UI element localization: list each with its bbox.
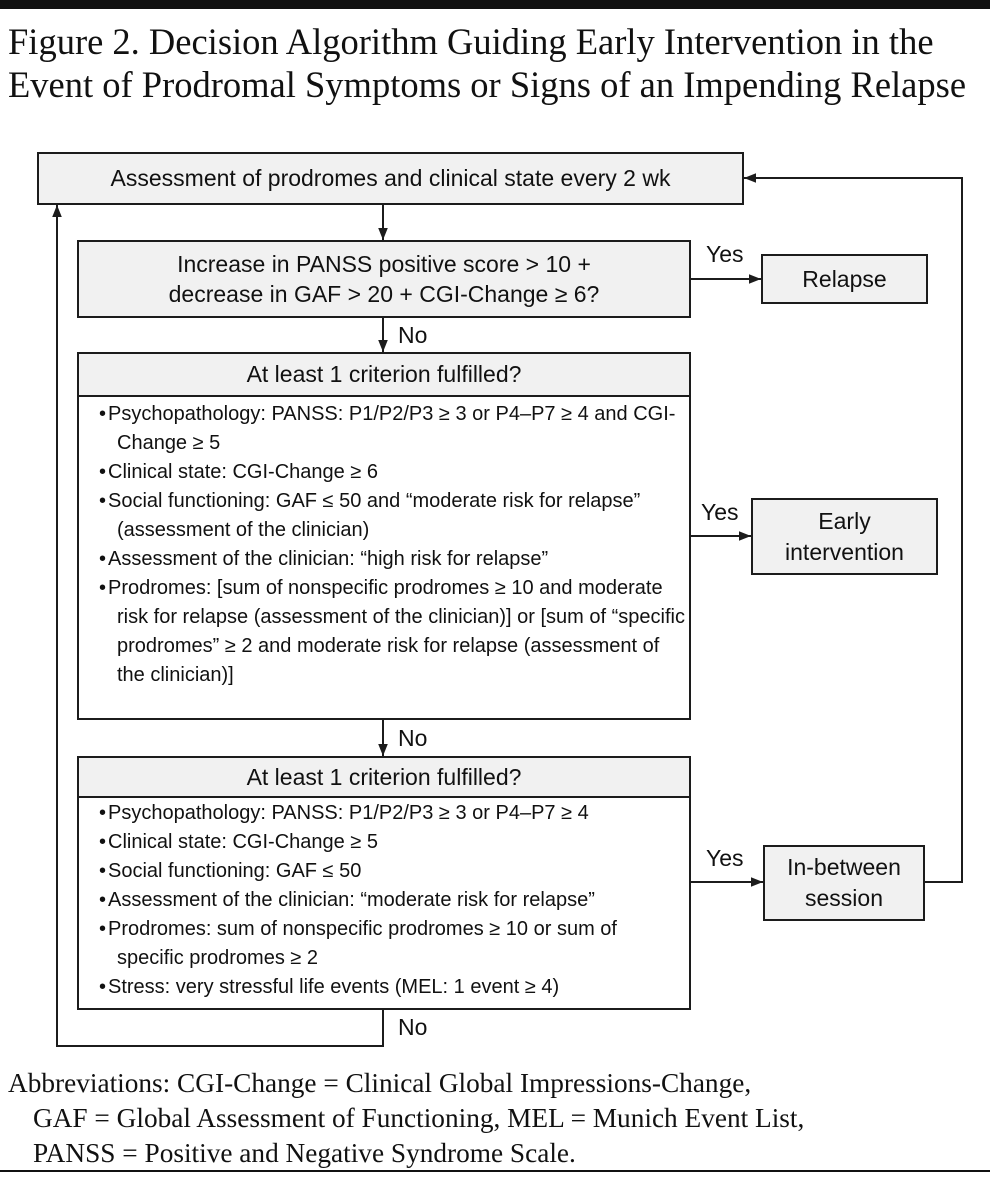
no-label: No — [398, 725, 428, 751]
relapse-box: Relapse — [761, 254, 928, 304]
bottom-rule — [0, 1170, 990, 1172]
abbreviations-line: GAF = Global Assessment of Functioning, … — [33, 1103, 805, 1133]
decision2-criterion: Psychopathology: PANSS: P1/P2/P3 ≥ 3 or … — [79, 400, 689, 458]
decision2-header: At least 1 criterion fulfilled? — [77, 352, 691, 397]
early-intervention-line2: intervention — [785, 538, 904, 565]
decision3-criterion: Stress: very stressful life events (MEL:… — [79, 973, 689, 1002]
in-between-box: In-between session — [763, 845, 925, 921]
decision3-criterion: Psychopathology: PANSS: P1/P2/P3 ≥ 3 or … — [79, 799, 689, 828]
decision3-header-text: At least 1 criterion fulfilled? — [246, 763, 522, 790]
decision3-criteria-list: Psychopathology: PANSS: P1/P2/P3 ≥ 3 or … — [77, 796, 691, 1010]
no-label: No — [398, 1014, 428, 1040]
relapse-text: Relapse — [802, 265, 887, 292]
decision2-criterion: Assessment of the clinician: “high risk … — [79, 545, 689, 574]
loop-in-between-to-assessment — [744, 173, 963, 883]
decision3-criterion: Assessment of the clinician: “moderate r… — [79, 886, 689, 915]
loop-no-to-assessment — [52, 205, 384, 1047]
decision1-line2: decrease in GAF > 20 + CGI-Change ≥ 6? — [168, 281, 600, 307]
decision3-criterion: Prodromes: sum of nonspecific prodromes … — [79, 915, 689, 973]
decision3-criterion: Social functioning: GAF ≤ 50 — [79, 857, 689, 886]
figure-title: Figure 2. Decision Algorithm Guiding Ear… — [8, 21, 967, 105]
decision2-criterion: Social functioning: GAF ≤ 50 and “modera… — [79, 487, 689, 545]
abbreviations-footnote: Abbreviations: CGI-Change = Clinical Glo… — [8, 1066, 993, 1171]
early-intervention-line1: Early — [818, 507, 871, 534]
decision2-header-text: At least 1 criterion fulfilled? — [246, 361, 522, 387]
in-between-line2: session — [805, 885, 883, 911]
early-intervention-box: Early intervention — [751, 498, 938, 575]
decision1-line1: Increase in PANSS positive score > 10 + — [177, 251, 591, 277]
yes-label: Yes — [706, 845, 744, 871]
yes-label: Yes — [706, 241, 744, 267]
decision2-criterion: Prodromes: [sum of nonspecific prodromes… — [79, 574, 689, 690]
decision2-criteria-list: Psychopathology: PANSS: P1/P2/P3 ≥ 3 or … — [77, 395, 691, 720]
assessment-text: Assessment of prodromes and clinical sta… — [110, 165, 671, 191]
decision3-criterion: Clinical state: CGI-Change ≥ 5 — [79, 828, 689, 857]
assessment-box: Assessment of prodromes and clinical sta… — [37, 152, 744, 205]
yes-label: Yes — [701, 499, 739, 525]
abbreviations-line: Abbreviations: CGI-Change = Clinical Glo… — [8, 1068, 752, 1098]
abbreviations-line: PANSS = Positive and Negative Syndrome S… — [33, 1138, 576, 1168]
decision1-box: Increase in PANSS positive score > 10 + … — [77, 240, 691, 318]
in-between-line1: In-between — [787, 854, 901, 880]
decision2-criterion: Clinical state: CGI-Change ≥ 6 — [79, 458, 689, 487]
no-label: No — [398, 322, 428, 348]
top-rule — [0, 0, 990, 9]
decision3-header: At least 1 criterion fulfilled? — [77, 756, 691, 798]
